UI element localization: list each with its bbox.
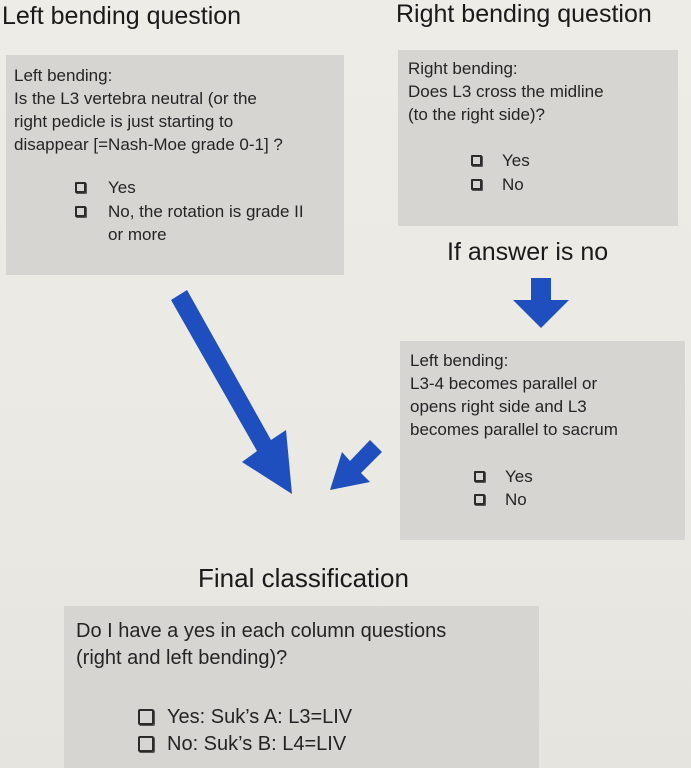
checkbox-icon[interactable] [474,471,485,482]
checkbox-icon[interactable] [474,494,485,505]
checkbox-icon[interactable] [75,182,86,193]
final-option-no[interactable]: No: Suk’s B: L4=LIV [138,731,346,758]
left-option-yes[interactable]: Yes [75,176,136,199]
checkbox-icon[interactable] [471,179,482,190]
checkbox-icon[interactable] [471,155,482,166]
followup-option-yes-label: Yes [505,467,533,486]
left-option-no-label: No, the rotation is grade II or more [108,202,304,244]
checkbox-icon[interactable] [75,206,86,217]
right-option-yes[interactable]: Yes [471,149,530,172]
left-option-yes-label: Yes [108,178,136,197]
followup-option-no[interactable]: No [474,488,527,511]
branch-label: If answer is no [447,238,609,266]
followup-question-box: Left bending: L3-4 becomes parallel or o… [400,341,685,540]
left-bending-question-text: Left bending: Is the L3 vertebra neutral… [14,66,283,154]
right-option-yes-label: Yes [502,151,530,170]
final-option-yes[interactable]: Yes: Suk’s A: L3=LIV [138,704,352,731]
right-bending-question-text: Right bending: Does L3 cross the midline… [408,59,604,124]
followup-question-text: Left bending: L3-4 becomes parallel or o… [410,351,618,439]
followup-option-yes[interactable]: Yes [474,465,533,488]
final-question-text: Do I have a yes in each column questions… [76,620,447,669]
arrow-diagonal-down-left-icon [330,440,382,490]
final-question-box: Do I have a yes in each column questions… [64,606,539,768]
arrow-diagonal-down-right-icon [171,290,292,494]
final-option-no-label: No: Suk’s B: L4=LIV [167,733,347,755]
checkbox-icon[interactable] [138,709,154,725]
followup-option-no-label: No [505,490,527,509]
final-option-yes-label: Yes: Suk’s A: L3=LIV [167,706,353,728]
checkbox-icon[interactable] [138,736,154,752]
left-bending-heading: Left bending question [2,2,242,30]
right-option-no-label: No [502,175,524,194]
right-bending-question-box: Right bending: Does L3 cross the midline… [398,50,678,226]
right-option-no[interactable]: No [471,173,524,196]
right-bending-heading: Right bending question [396,0,652,28]
final-classification-heading: Final classification [198,563,409,593]
arrow-down-icon [513,278,569,328]
left-option-no[interactable]: No, the rotation is grade II or more [75,200,304,246]
left-bending-question-box: Left bending: Is the L3 vertebra neutral… [6,55,344,275]
